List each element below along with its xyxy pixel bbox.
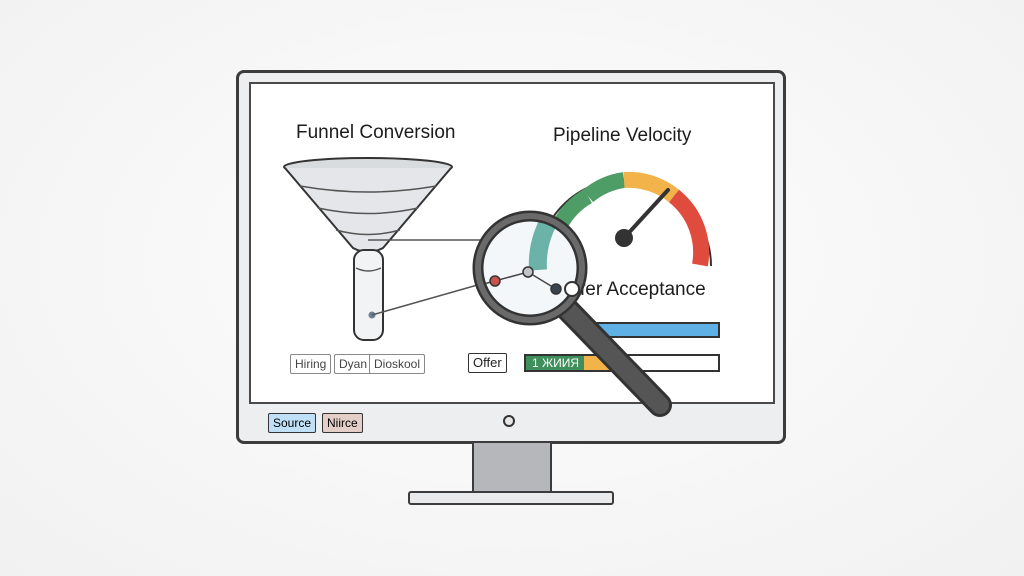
power-button[interactable]	[503, 415, 515, 427]
offer-tag[interactable]: Offer	[468, 353, 507, 373]
nirce-chip[interactable]: Niirce	[322, 413, 363, 433]
stage-tag-hiring[interactable]: Hiring	[290, 354, 332, 374]
stage-tag-dyan[interactable]: Dyan	[334, 354, 373, 374]
connector-line	[371, 281, 489, 316]
source-chip[interactable]: Source	[268, 413, 317, 433]
funnel-conversion-title: Funnel Conversion	[296, 122, 456, 143]
monitor-stand-base	[408, 491, 614, 505]
offer-progress-fill-green	[526, 356, 584, 370]
monitor-stand-neck	[472, 443, 552, 493]
offer-bar-label: 1 ЖИИЯ	[532, 356, 580, 370]
pipeline-velocity-title: Pipeline Velocity	[553, 125, 692, 146]
offer-acceptance-title: fer Acceptance	[580, 279, 706, 300]
stage-tag-dioskool[interactable]: Dioskool	[369, 354, 426, 374]
funnel-icon	[283, 157, 453, 341]
